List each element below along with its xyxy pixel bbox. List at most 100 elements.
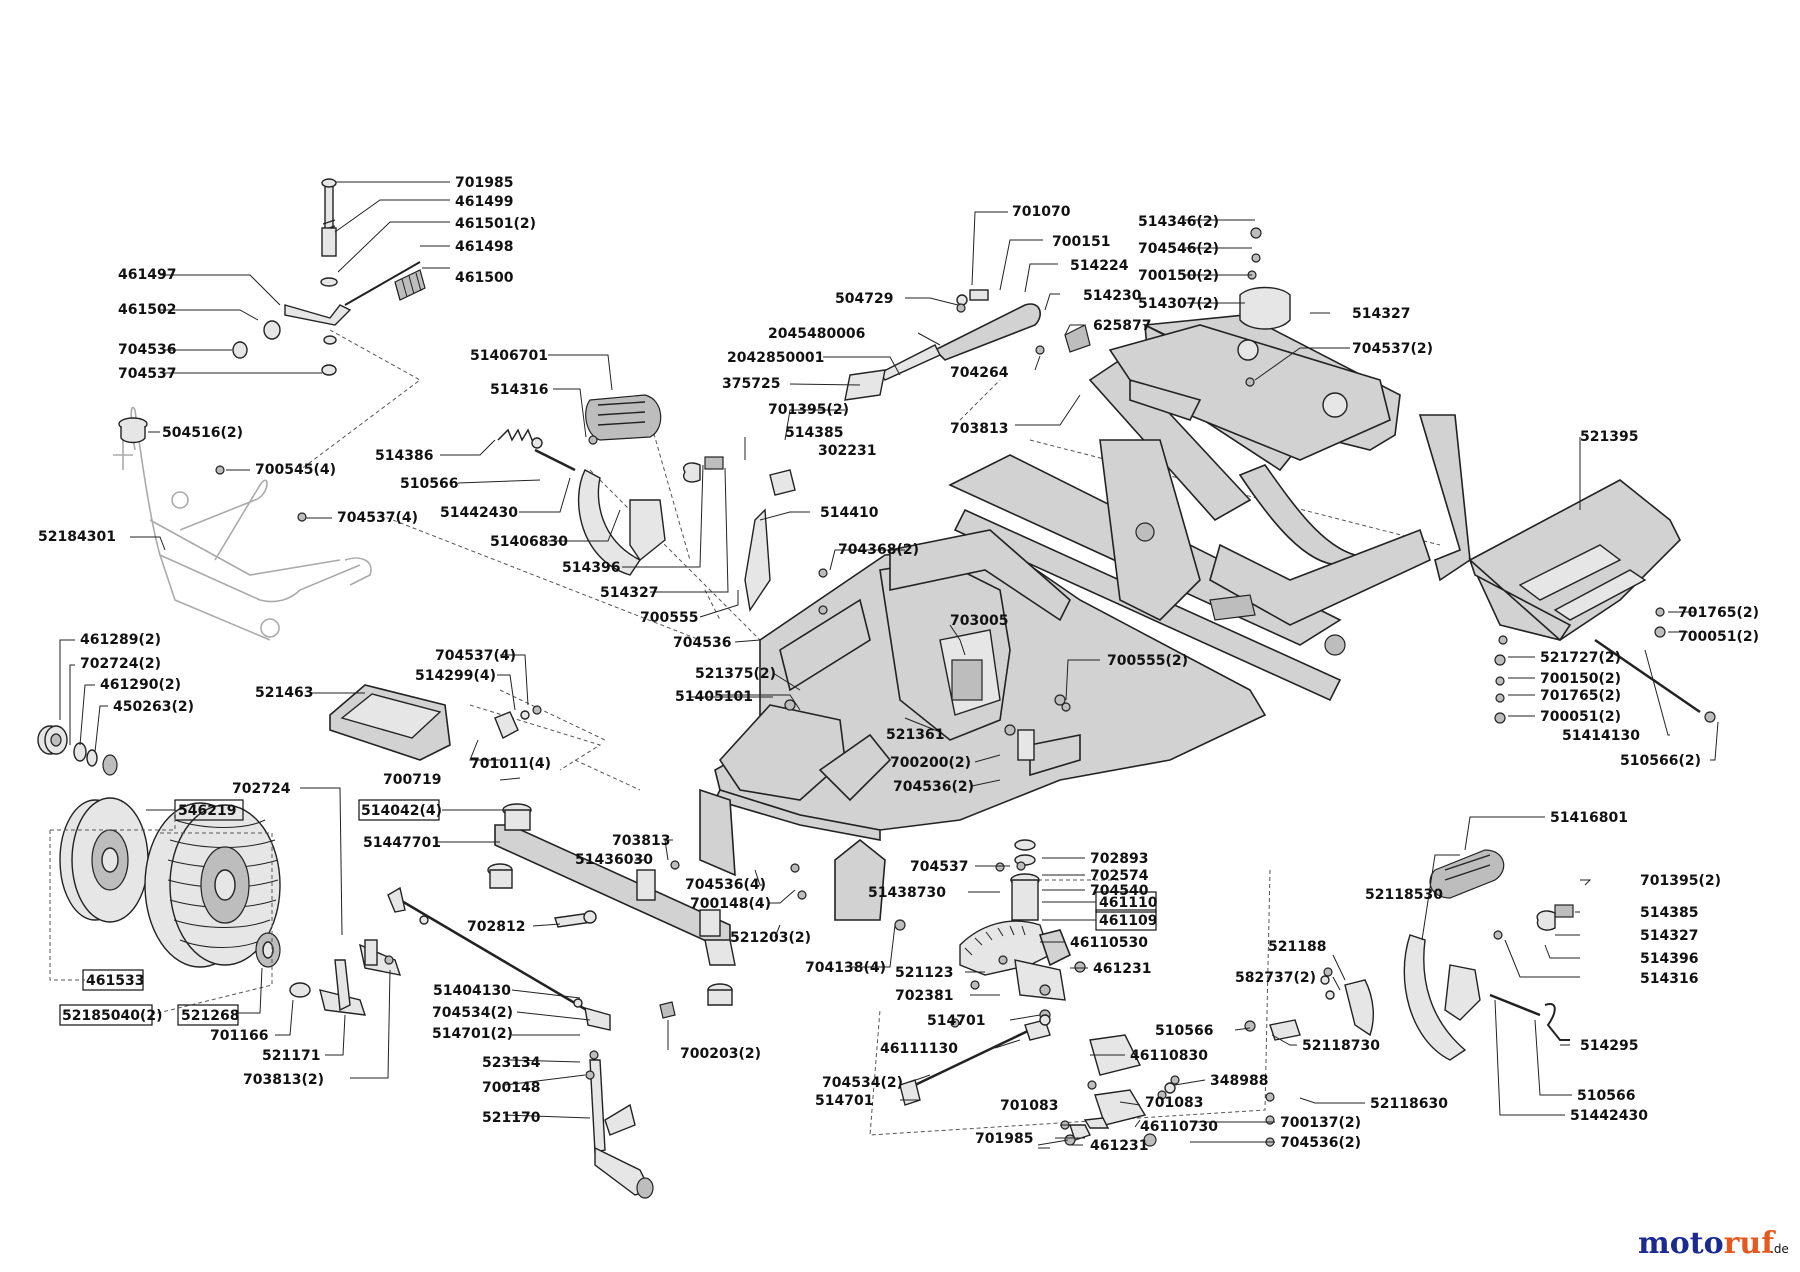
rod-51414130 [1594,638,1701,714]
label-51442430: 51442430 [440,505,518,521]
label-46110530: 46110530 [1070,935,1148,951]
label-348988: 348988 [1210,1073,1268,1089]
label-704138: 704138(4) [805,960,886,976]
label-523134: 523134 [482,1055,541,1071]
label-702724-2: 702724(2) [80,656,161,672]
label-701083-b: 701083 [1145,1095,1203,1111]
steering-sector-46110530 [959,729,1072,1021]
label-461231-b: 461231 [1090,1138,1148,1154]
label-504729: 504729 [835,291,893,307]
label-51438730: 51438730 [868,885,946,901]
label-521463: 521463 [255,685,313,701]
label-514224: 514224 [1070,258,1129,274]
label-704264: 704264 [950,365,1009,381]
label-46110730: 46110730 [1140,1119,1218,1135]
label-510566-2: 510566(2) [1620,753,1701,769]
spindle-521171 [289,939,402,1016]
label-700555-2: 700555(2) [1107,653,1188,669]
label-514701-2: 514701(2) [432,1026,513,1042]
leader-lines [59,181,1719,1149]
label-702893: 702893 [1090,851,1148,867]
lift-lever-514224 [844,289,1091,401]
brake-pedal-51406701 [585,394,662,441]
label-704536: 704536 [118,342,176,358]
label-704368: 704368(2) [838,542,919,558]
label-46111130: 46111130 [880,1041,958,1057]
label-701070: 701070 [1012,204,1071,220]
spindle-521170 [589,1059,654,1199]
label-704536-c: 704536 [673,635,731,651]
clip-302231 [769,469,796,496]
bracket-521188 [1269,975,1374,1041]
label-51414130: 51414130 [1562,728,1640,744]
label-46110830: 46110830 [1130,1048,1208,1064]
label-701765-2b: 701765(2) [1540,688,1621,704]
label-701765-2: 701765(2) [1678,605,1759,621]
label-51405101: 51405101 [675,689,753,705]
brand-logo-suffix: .de [1770,1242,1789,1256]
pin-51442430 [531,437,576,472]
guard-bracket-52184301 [113,406,372,641]
brand-logo-text-b: ruf [1724,1226,1777,1261]
label-461501: 461501(2) [455,216,536,232]
label-51406830: 51406830 [490,534,568,550]
label-703813: 703813 [612,833,670,849]
label-514230: 514230 [1083,288,1142,304]
label-514316-b: 514316 [1640,971,1698,987]
label-701011: 701011(4) [470,756,551,772]
label-52184301: 52184301 [38,529,116,545]
spring-514386 [497,428,540,442]
label-514385: 514385 [785,425,843,441]
label-700051-2: 700051(2) [1678,629,1759,645]
label-510566-c: 510566 [1155,1023,1213,1039]
spacer-461502 [232,320,281,359]
label-461500: 461500 [455,270,514,286]
main-chassis-frame [699,529,1267,921]
label-700151: 700151 [1052,234,1110,250]
label-703813-2: 703813(2) [243,1072,324,1088]
label-302231: 302231 [818,443,876,459]
label-450263: 450263(2) [113,699,194,715]
pedal-51416801 [1429,849,1505,899]
label-461289: 461289(2) [80,632,161,648]
label-461110: 461110 [1099,895,1158,911]
brand-logo: motoruf .de [1638,1226,1789,1261]
label-701395-2b: 701395(2) [1640,873,1721,889]
label-51436030: 51436030 [575,852,653,868]
label-521188: 521188 [1268,939,1326,955]
tie-rod-51404130 [387,886,611,1031]
label-704536-2e: 704536(2) [1280,1135,1361,1151]
fuel-tank-bracket [1108,286,1391,461]
label-51404130: 51404130 [433,983,511,999]
label-700148: 700148 [482,1080,540,1096]
label-704537-e: 704537 [910,859,968,875]
label-700719: 700719 [383,772,441,788]
label-700148-4: 700148(4) [690,896,771,912]
brand-logo-text-a: moto [1638,1226,1724,1261]
label-52118630: 52118630 [1370,1096,1448,1112]
bolt-701985 [320,178,338,376]
label-702574: 702574 [1090,868,1149,884]
fastener-markers [215,227,1716,1147]
label-704534-2: 704534(2) [432,1005,513,1021]
label-375725: 375725 [722,376,780,392]
lever-461497 [284,261,421,326]
label-461499: 461499 [455,194,513,210]
pedal-arm-52118530 [1403,934,1541,1061]
label-704540: 704540 [1090,883,1149,899]
spring-514295 [1544,1003,1570,1041]
label-700545: 700545(4) [255,462,336,478]
label-704537-4: 704537(4) [337,510,418,526]
label-514042: 514042(4) [361,803,442,819]
label-461533: 461533 [86,973,144,989]
label-514295: 514295 [1580,1038,1638,1054]
label-514385-b: 514385 [1640,905,1698,921]
label-521375: 521375(2) [695,666,776,682]
label-461497: 461497 [118,267,176,283]
label-521727: 521727(2) [1540,650,1621,666]
label-461498: 461498 [455,239,513,255]
label-2042850001: 2042850001 [727,350,824,366]
label-51416801: 51416801 [1550,810,1628,826]
label-521123: 521123 [895,965,953,981]
